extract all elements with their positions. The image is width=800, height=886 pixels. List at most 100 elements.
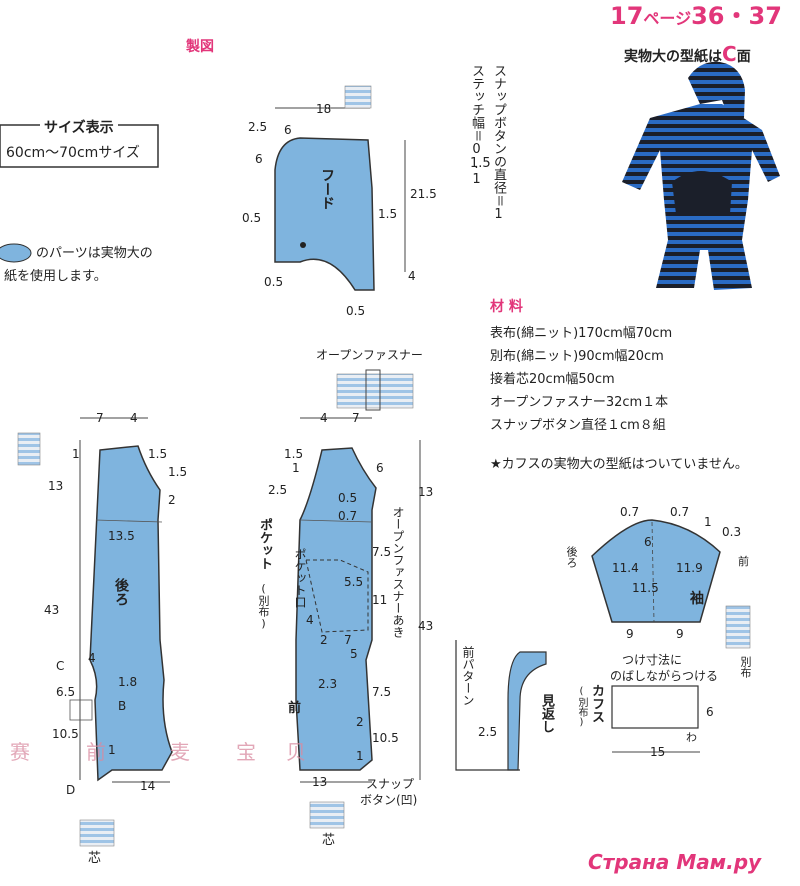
core-label: 芯 — [322, 833, 336, 848]
back-dim: B — [118, 699, 127, 713]
front-dim: 2 — [356, 715, 364, 729]
pocket-mouth: ポケット口 — [293, 548, 307, 608]
facing-dim: 2.5 — [478, 725, 498, 739]
cuff-label: カフス — [589, 684, 604, 723]
hood-dim: 0.5 — [346, 304, 366, 318]
sleeve-dim: 0.3 — [722, 525, 742, 539]
front-dim: 10.5 — [372, 731, 399, 745]
back-dim: 7 — [96, 411, 104, 425]
cuff-sub: (別布) — [576, 686, 587, 728]
core-label: 芯 — [88, 851, 102, 866]
cuff-fold: わ — [686, 731, 697, 744]
front-dim: 11 — [372, 593, 388, 607]
back-dim: 14 — [140, 779, 156, 793]
front-piece — [295, 447, 377, 771]
back-dim: C — [56, 659, 65, 673]
page-ref-number: 17 — [610, 2, 644, 30]
real-size-text: 実物大の型紙は — [624, 49, 722, 65]
zip-opening: オープンファスナーあき — [391, 506, 405, 638]
back-dim: 1.5 — [148, 447, 168, 461]
hood-label: フード — [319, 168, 335, 210]
sleeve-label: 袖 — [690, 591, 704, 607]
front-dim: 2 — [320, 633, 328, 647]
sleeve-dim: 9 — [626, 627, 634, 641]
front-dim: 2.3 — [318, 677, 338, 691]
hood-dim: 6 — [255, 152, 263, 166]
sleeve-dim: 1 — [704, 515, 712, 529]
back-piece — [89, 445, 173, 782]
back-dim: 6.5 — [56, 685, 76, 699]
front-label: 前 — [288, 701, 302, 716]
front-dim: 0.5 — [338, 491, 358, 505]
back-dim: 10.5 — [52, 727, 79, 741]
material-item: 接着芯20cm幅50cm — [490, 372, 615, 387]
cuff-note1: つけ寸法に — [622, 653, 683, 667]
front-dim: 13 — [418, 485, 434, 499]
front-dim: 7 — [352, 411, 360, 425]
facing-label: 見返し — [539, 694, 554, 733]
back-dim: D — [66, 783, 76, 797]
watermark-char: 麦 — [170, 740, 190, 764]
front-dim: 7.5 — [372, 545, 392, 559]
facing-part: 前パターン — [461, 646, 475, 706]
sleeve-dim: 6 — [644, 535, 652, 549]
romper-illustration — [622, 61, 780, 290]
snap-label2: ボタン(凹) — [360, 793, 418, 807]
hood-dim-top: 18 — [316, 102, 332, 116]
hood-piece — [274, 137, 375, 291]
cuff-piece — [611, 685, 699, 729]
page-reference: 17ページ36・37 — [610, 4, 782, 28]
front-dim: 7 — [344, 633, 352, 647]
page-ref-kana: ページ — [643, 9, 692, 28]
hood-dim: 0.5 — [264, 275, 284, 289]
back-dim: 4 — [130, 411, 138, 425]
front-dim: 2.5 — [268, 483, 288, 497]
front-dim: 5.5 — [344, 575, 364, 589]
back-dim: 2 — [168, 493, 176, 507]
sleeve-back: 後ろ — [565, 546, 578, 568]
section-title: 製図 — [186, 39, 214, 55]
back-dim: 4 — [88, 651, 96, 665]
materials-title: 材 料 — [490, 299, 523, 315]
front-dim: 43 — [418, 619, 434, 633]
snap-label: スナップ — [366, 777, 415, 791]
watermark-char: 前 — [86, 740, 106, 764]
front-dim: 1 — [292, 461, 300, 475]
back-dim: 1 — [72, 447, 80, 461]
hood-dim: 6 — [284, 123, 292, 137]
front-dim: 1 — [356, 749, 364, 763]
material-item: 表布(綿ニット)170cm幅70cm — [490, 326, 673, 341]
front-dim: 6 — [376, 461, 384, 475]
sleeve-piece — [591, 519, 721, 623]
pocket-sub: (別布) — [257, 582, 270, 630]
back-dim: 43 — [44, 603, 60, 617]
sleeve-side-label: 別布 — [739, 656, 752, 678]
sleeve-dim: 11.4 — [612, 561, 639, 575]
snap-note-line1: スナップボタンの直径＝1 — [491, 64, 506, 222]
sleeve-dim: 0.7 — [620, 505, 640, 519]
real-size-letter: C — [722, 42, 737, 66]
sleeve-front: 前 — [738, 555, 749, 568]
front-dim: 13 — [312, 775, 328, 789]
watermark-char: 赛 — [10, 740, 30, 764]
front-dim: 4 — [306, 613, 314, 627]
page-ref-models: 36・37 — [691, 2, 782, 30]
back-label: 後ろ — [113, 578, 129, 606]
front-dim: 4 — [320, 411, 328, 425]
material-item: オープンファスナー32cm１本 — [490, 395, 669, 410]
back-dim: 1.5 — [168, 465, 188, 479]
legend-line2: 紙を使用します。 — [4, 269, 107, 284]
back-dim: 1 — [108, 743, 116, 757]
front-dim: 1.5 — [284, 447, 304, 461]
material-item: 別布(綿ニット)90cm幅20cm — [490, 349, 664, 364]
legend-swatch — [0, 243, 32, 263]
material-item: スナップボタン直径１cm８組 — [490, 418, 666, 433]
cuff-note2: のばしながらつける — [610, 669, 719, 683]
fastener-label: オープンファスナー — [316, 348, 423, 362]
sleeve-dim: 11.9 — [676, 561, 703, 575]
cuff-height: 6 — [706, 705, 714, 719]
site-logo: Страна Мам.ру — [588, 850, 762, 874]
sleeve-dim: 11.5 — [632, 581, 659, 595]
